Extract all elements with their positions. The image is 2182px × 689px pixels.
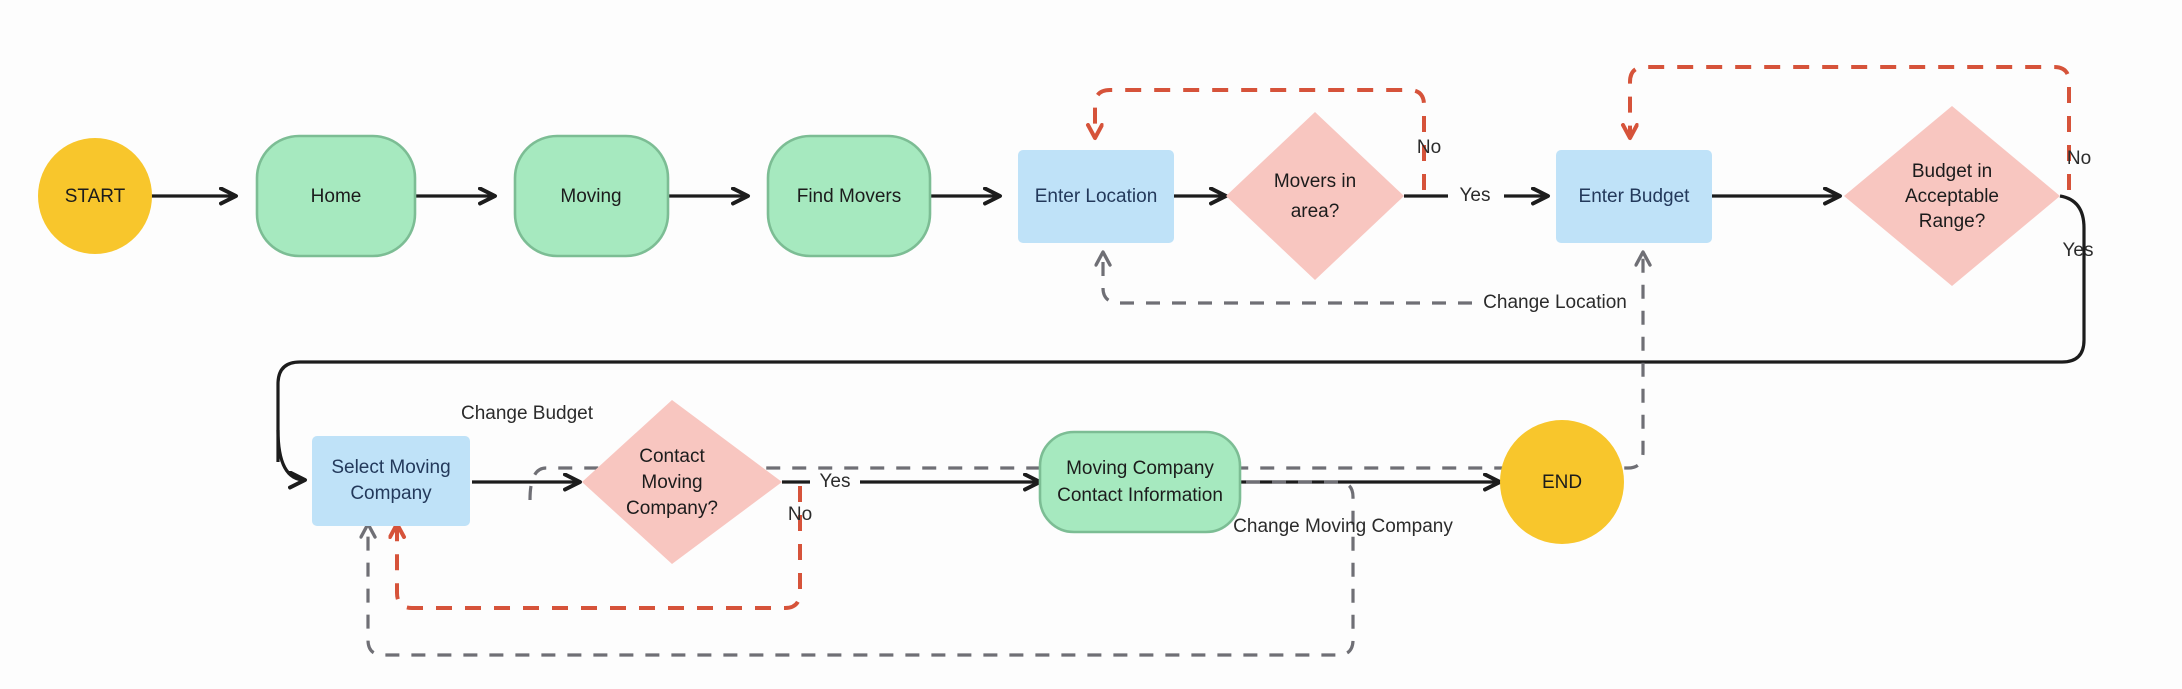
node-end-label: END bbox=[1542, 472, 1582, 493]
node-find-movers-label: Find Movers bbox=[797, 186, 902, 207]
edge-label-budget-yes: Yes bbox=[2063, 240, 2094, 261]
node-movers-in-area-label-line1: Movers in bbox=[1274, 171, 1356, 192]
node-budget-range-label-line1: Budget in bbox=[1912, 161, 1992, 182]
node-moving-company-contact-information[interactable]: Moving Company Contact Information bbox=[1038, 430, 1242, 534]
node-find-movers[interactable]: Find Movers bbox=[766, 134, 932, 258]
node-contact-company-label-line3: Company? bbox=[626, 498, 718, 519]
edge-change-moving-company bbox=[368, 480, 1355, 657]
edge-budgetyes-arrowhead bbox=[276, 429, 305, 480]
edge-change-location bbox=[1103, 252, 1472, 305]
node-contact-info-label-line2: Contact Information bbox=[1057, 485, 1223, 506]
node-start-label: START bbox=[65, 186, 126, 207]
edge-label-movers-yes: Yes bbox=[1460, 185, 1491, 206]
node-home-label: Home bbox=[311, 186, 362, 207]
edge-label-contact-yes: Yes bbox=[820, 471, 851, 492]
node-contact-moving-company[interactable]: Contact Moving Company? bbox=[582, 400, 782, 564]
node-enter-budget-label: Enter Budget bbox=[1579, 186, 1691, 207]
node-contact-company-label-line1: Contact bbox=[639, 446, 705, 467]
edge-label-contact-no: No bbox=[788, 504, 812, 525]
node-contact-info-label-line1: Moving Company bbox=[1066, 458, 1214, 479]
node-moving-label: Moving bbox=[560, 186, 621, 207]
node-contact-company-label-line2: Moving bbox=[641, 472, 702, 493]
node-home[interactable]: Home bbox=[255, 134, 417, 258]
edge-budgetrange-no-loop bbox=[1630, 65, 2071, 190]
edge-label-change-moving-company: Change Moving Company bbox=[1233, 516, 1453, 537]
node-budget-range-label-line3: Range? bbox=[1919, 211, 1986, 232]
node-start[interactable]: START bbox=[38, 138, 152, 254]
edge-budgetrange-yes-path bbox=[276, 194, 2086, 462]
node-enter-budget[interactable]: Enter Budget bbox=[1556, 150, 1712, 243]
edge-label-change-budget: Change Budget bbox=[461, 403, 594, 424]
edge-contactcompany-no-loop bbox=[397, 486, 802, 610]
node-enter-location[interactable]: Enter Location bbox=[1018, 150, 1174, 243]
edge-label-budget-no: No bbox=[2067, 148, 2091, 169]
edge-label-change-location: Change Location bbox=[1483, 292, 1627, 313]
node-select-company-label-line1: Select Moving bbox=[331, 457, 450, 478]
node-select-company-label-line2: Company bbox=[350, 483, 432, 504]
edge-moversarea-no-loop bbox=[1095, 88, 1426, 190]
node-budget-range-label-line2: Acceptable bbox=[1905, 186, 1999, 207]
edge-change-budget bbox=[528, 252, 1643, 501]
edge-label-movers-no: No bbox=[1417, 137, 1441, 158]
node-select-moving-company[interactable]: Select Moving Company bbox=[312, 436, 470, 526]
node-moving[interactable]: Moving bbox=[513, 134, 670, 258]
node-enter-location-label: Enter Location bbox=[1035, 186, 1158, 207]
node-movers-in-area[interactable]: Movers in area? bbox=[1226, 112, 1404, 280]
node-movers-in-area-label-line2: area? bbox=[1291, 201, 1340, 222]
node-end[interactable]: END bbox=[1500, 420, 1624, 544]
node-budget-acceptable-range[interactable]: Budget in Acceptable Range? bbox=[1844, 106, 2060, 286]
